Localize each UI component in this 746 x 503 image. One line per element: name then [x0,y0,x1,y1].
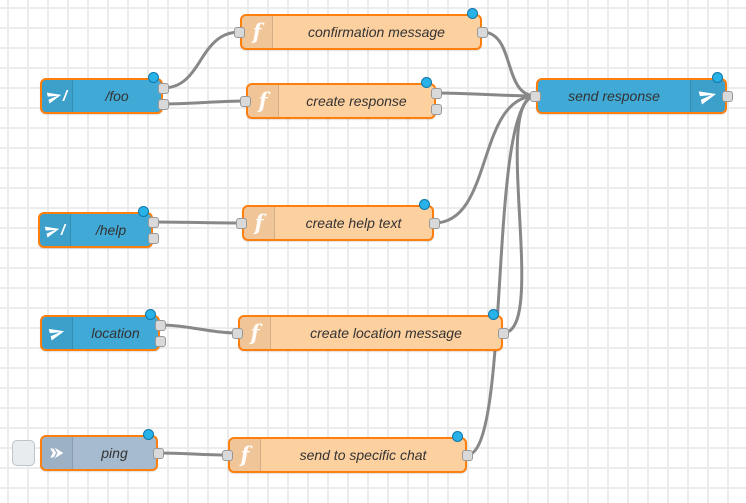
changed-indicator-dot [419,199,430,210]
changed-indicator-dot [148,72,159,83]
input-port[interactable] [234,26,245,38]
node-label: ping [101,445,128,461]
node-send-to-specific-chat[interactable]: f send to specific chat [222,431,473,473]
output-port[interactable] [498,327,509,339]
function-icon: f [248,85,279,117]
changed-indicator-dot [467,8,478,19]
paper-plane-icon [42,317,73,349]
changed-indicator-dot [712,72,723,83]
input-port[interactable] [236,217,247,229]
output-port-1[interactable] [431,87,442,99]
arrow-right-icon [42,437,73,469]
function-icon: f [240,317,271,349]
wire-foo-to-confirmation[interactable] [161,30,242,90]
output-port[interactable] [462,449,473,461]
paper-plane-icon [690,80,725,112]
wire-help-to-create-help[interactable] [151,220,244,225]
output-port-1[interactable] [158,82,169,94]
output-port-2[interactable] [158,98,169,110]
node-label: send response [568,88,660,104]
node-location-event[interactable]: location [40,309,166,351]
node-label: create response [306,93,407,109]
wire-location-to-create-loc[interactable] [158,323,240,335]
changed-indicator-dot [421,77,432,88]
output-port-1[interactable] [148,216,159,228]
changed-indicator-dot [145,309,156,320]
node-label: location [91,325,140,341]
changed-indicator-dot [488,309,499,320]
wire-ping-to-chat[interactable] [156,451,230,457]
wire-create-help-to-send[interactable] [432,94,538,225]
wire-create-loc-to-send[interactable] [501,94,538,335]
wire-chat-to-send[interactable] [465,94,538,457]
node-create-response[interactable]: f create response [240,77,442,119]
wire-confirmation-to-send[interactable] [480,30,538,98]
input-port[interactable] [240,95,251,107]
output-port[interactable] [477,26,488,38]
output-port-2[interactable] [431,103,442,115]
node-label: create help text [305,215,402,231]
output-port[interactable] [429,217,440,229]
output-port-2[interactable] [148,232,159,244]
function-icon: f [230,439,261,471]
node-create-location-message[interactable]: f create location message [232,309,509,351]
node-foo-command[interactable]: / /foo [40,72,169,114]
node-help-command[interactable]: / /help [38,206,159,248]
output-port[interactable] [722,90,733,102]
output-port-1[interactable] [155,319,166,331]
wire-foo-to-create-response[interactable] [161,99,248,106]
node-send-response[interactable]: send response [530,72,733,114]
input-port[interactable] [222,449,233,461]
node-label: create location message [310,325,462,341]
changed-indicator-dot [143,429,154,440]
node-label: /help [95,222,127,238]
node-label: confirmation message [308,24,445,40]
wire-create-response-to-send[interactable] [434,91,538,98]
node-label: /foo [105,88,129,104]
input-port[interactable] [530,90,541,102]
paper-plane-slash-icon: / [42,80,73,112]
output-port-2[interactable] [155,335,166,347]
node-confirmation-message[interactable]: f confirmation message [234,8,488,50]
inject-button[interactable] [12,440,35,466]
function-icon: f [244,207,275,239]
node-create-help-text[interactable]: f create help text [236,199,440,241]
changed-indicator-dot [452,431,463,442]
paper-plane-slash-icon: / [40,214,71,246]
input-port[interactable] [232,327,243,339]
node-label: send to specific chat [299,447,427,463]
changed-indicator-dot [138,206,149,217]
function-icon: f [242,16,273,48]
node-ping-inject[interactable]: ping [40,429,164,471]
output-port[interactable] [153,447,164,459]
